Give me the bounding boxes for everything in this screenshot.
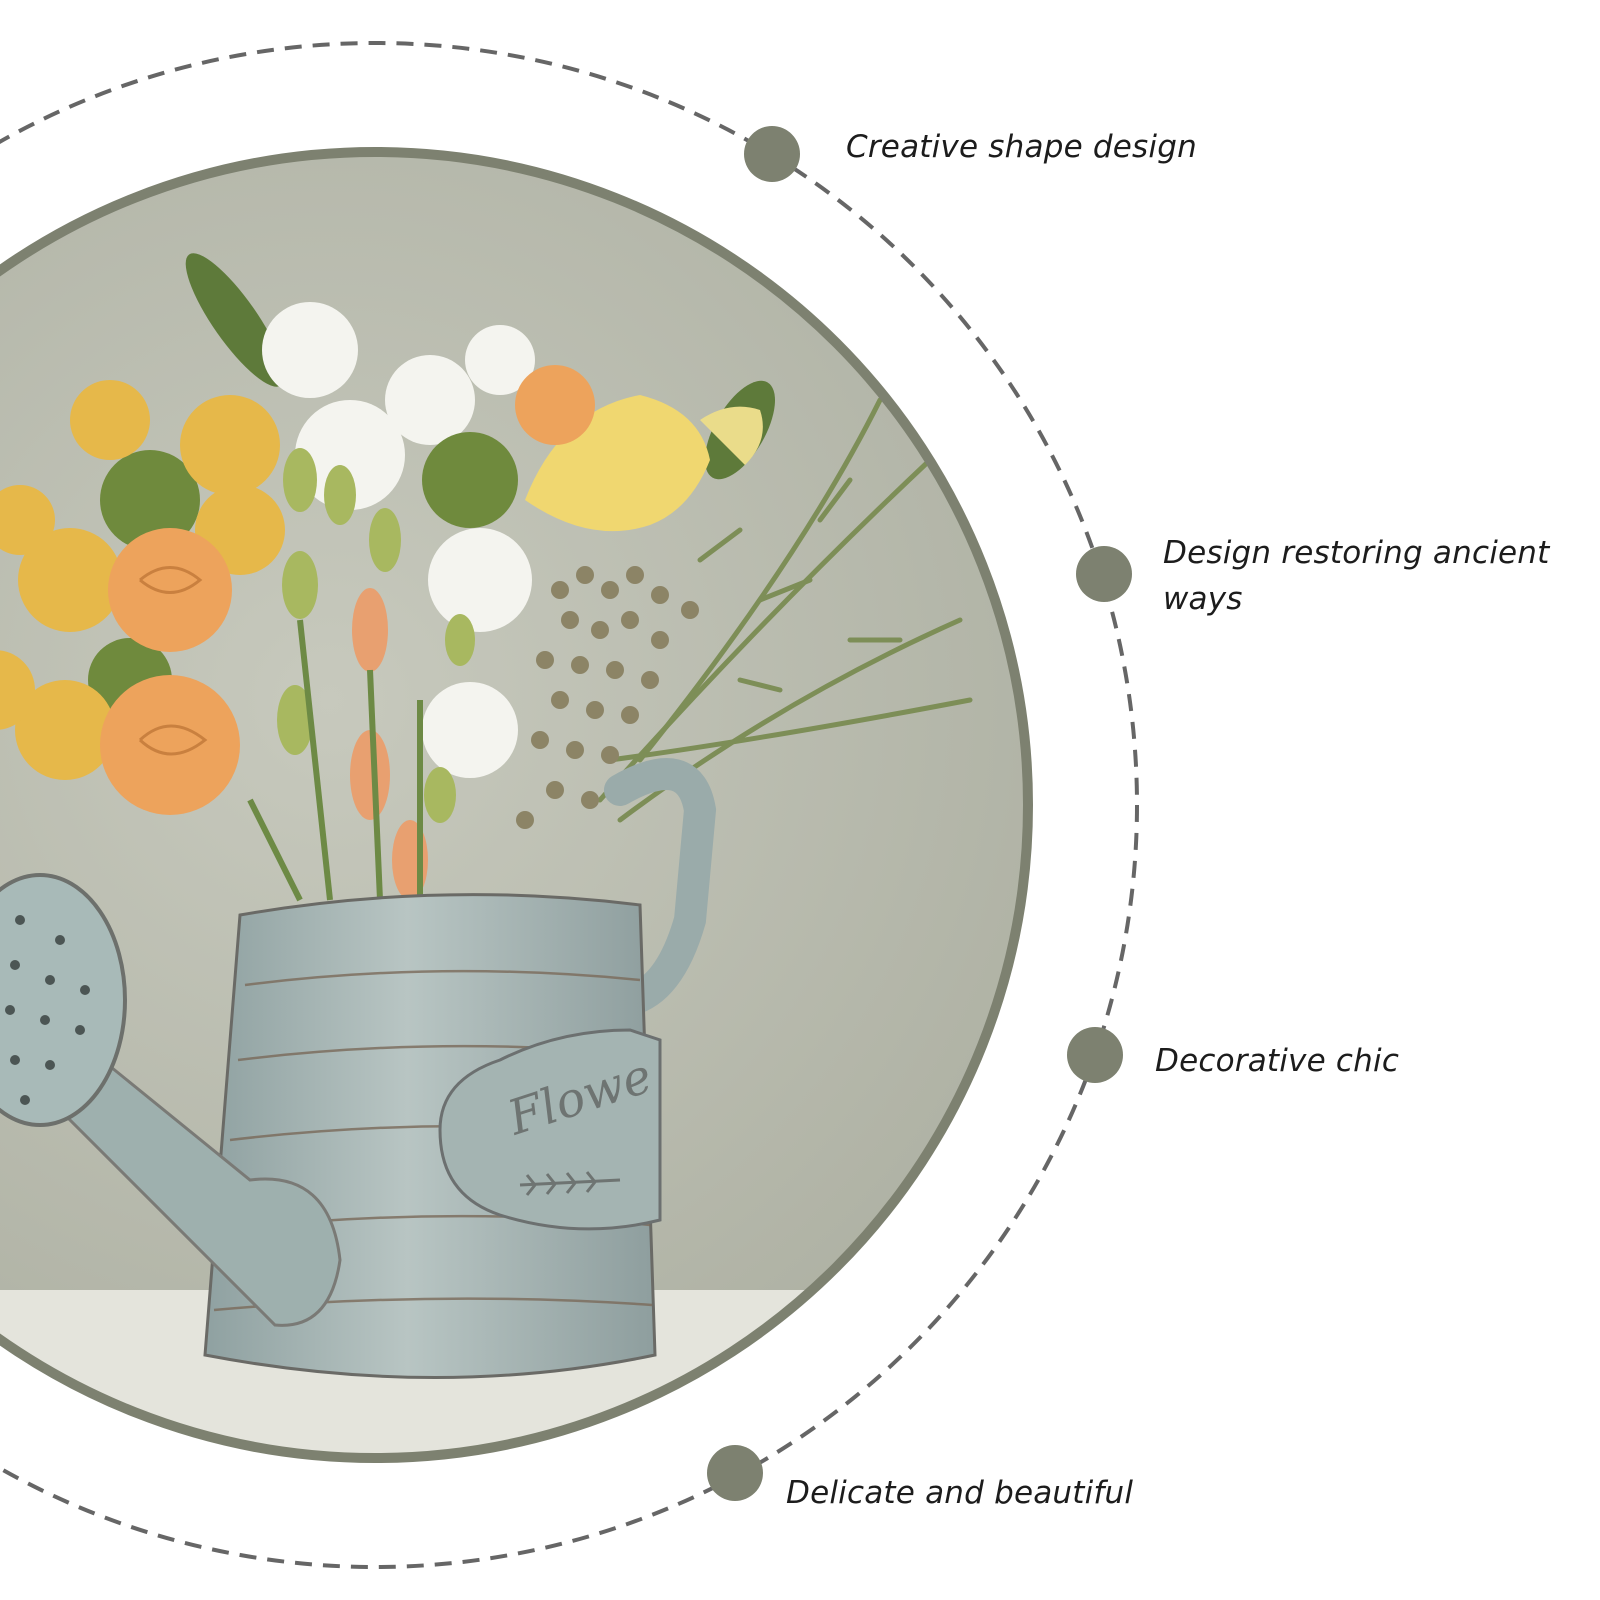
roses — [100, 365, 595, 815]
embossed-plaque — [438, 1028, 662, 1231]
berry-cluster — [516, 566, 699, 829]
marker-dot-3 — [1067, 1027, 1123, 1083]
marker-dot-2 — [1076, 546, 1132, 602]
white-flowers — [262, 302, 535, 778]
marker-dot-4 — [707, 1445, 763, 1501]
dashed-ring — [0, 41, 1139, 1569]
spout-rose — [0, 873, 127, 1127]
feature-label: Design restoring ancient ways — [1163, 535, 1550, 617]
can-handle — [604, 758, 717, 1016]
product-photo: Flowe — [0, 152, 1028, 1458]
marker-dot-1 — [744, 126, 800, 182]
feature-label: Decorative chic — [1155, 1043, 1400, 1079]
yellow-flowers — [0, 380, 285, 780]
photo-border — [0, 147, 1033, 1463]
can-spout — [58, 1047, 342, 1327]
feature-label: Creative shape design — [846, 129, 1197, 165]
feature-label: Delicate and beautiful — [786, 1475, 1134, 1511]
